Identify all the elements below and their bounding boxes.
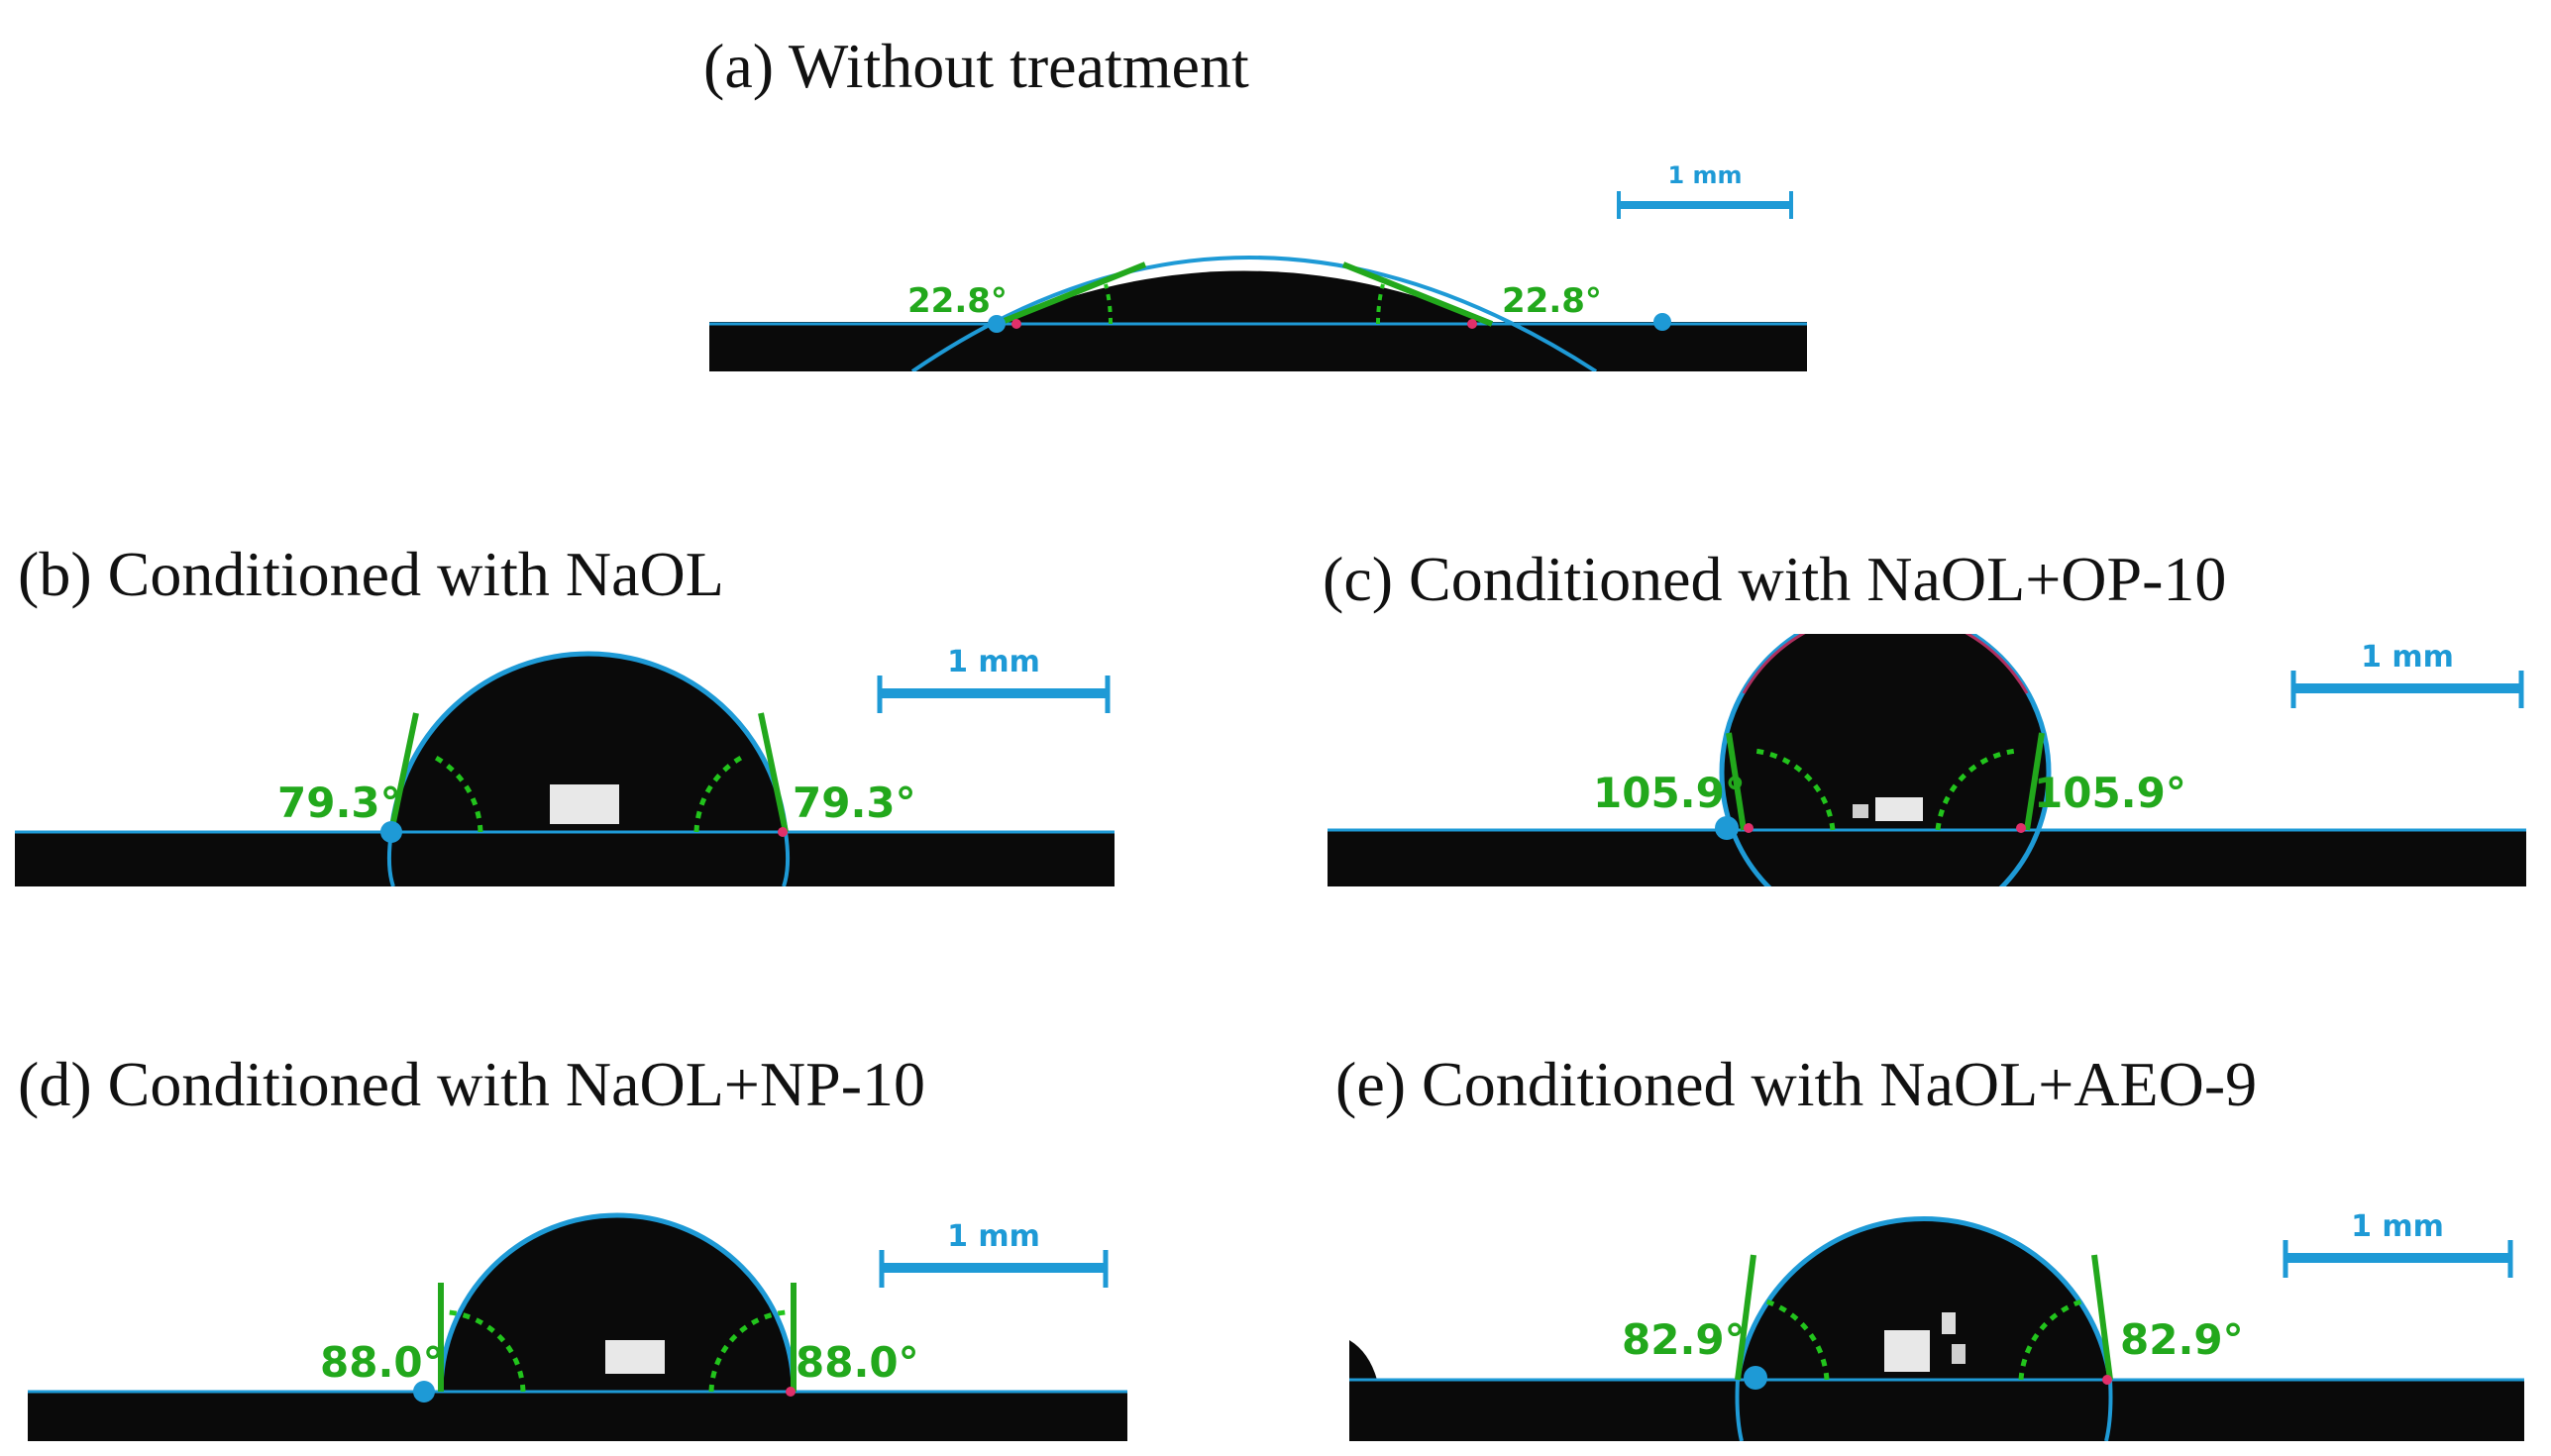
panel-d-substrate: [28, 1392, 1127, 1441]
panel-b-image: 79.3° 79.3° 1 mm: [15, 634, 1115, 886]
panel-e-angle-left: 82.9°: [1622, 1315, 1746, 1364]
panel-a-angle-left: 22.8°: [907, 281, 1008, 321]
panel-e-substrate: [1349, 1380, 2524, 1441]
panel-d-droplet: [441, 1215, 794, 1392]
panel-b-title: (b) Conditioned with NaOL: [18, 539, 724, 609]
panel-b-highlight: [550, 784, 619, 824]
panel-d-title: (d) Conditioned with NaOL+NP-10: [18, 1049, 925, 1119]
panel-d-angle-right: 88.0°: [796, 1338, 919, 1387]
panel-a-scale-label: 1 mm: [1667, 161, 1742, 189]
panel-e-highlight: [1884, 1330, 1930, 1372]
panel-d-angle-left: 88.0°: [320, 1338, 444, 1387]
panel-c-scale-label: 1 mm: [2361, 640, 2454, 675]
panel-c-angle-right: 105.9°: [2034, 769, 2186, 817]
panel-b-droplet: [391, 653, 786, 832]
panel-e-title: (e) Conditioned with NaOL+AEO-9: [1335, 1049, 2258, 1119]
panel-d-scale-label: 1 mm: [947, 1219, 1040, 1254]
panel-e-angle-right: 82.9°: [2120, 1315, 2244, 1364]
panel-c-droplet: [1722, 634, 2049, 886]
panel-d-highlight: [605, 1340, 665, 1374]
panel-b-scale-label: 1 mm: [947, 645, 1040, 679]
panel-a-angle-right: 22.8°: [1502, 281, 1602, 321]
panel-a-substrate: [709, 322, 1807, 371]
panel-b-substrate: [15, 832, 1115, 886]
panel-b-angle-right: 79.3°: [793, 779, 916, 827]
panel-a-image: 22.8° 22.8° 1 mm: [709, 154, 1807, 371]
panel-a-droplet: [997, 270, 1492, 324]
panel-e-image: 82.9° 82.9° 1 mm: [1349, 1194, 2524, 1441]
panel-e-droplet: [1738, 1218, 2110, 1380]
panel-c-title: (c) Conditioned with NaOL+OP-10: [1323, 544, 2227, 614]
panel-a-title: (a) Without treatment: [703, 31, 1249, 101]
panel-c-image: 105.9° 105.9° 1 mm: [1328, 634, 2526, 886]
panel-c-angle-left: 105.9°: [1593, 769, 1746, 817]
panel-c-highlight: [1875, 797, 1923, 821]
panel-e-scale-label: 1 mm: [2351, 1209, 2444, 1244]
panel-b-angle-left: 79.3°: [277, 779, 401, 827]
panel-d-image: 88.0° 88.0° 1 mm: [28, 1203, 1127, 1441]
